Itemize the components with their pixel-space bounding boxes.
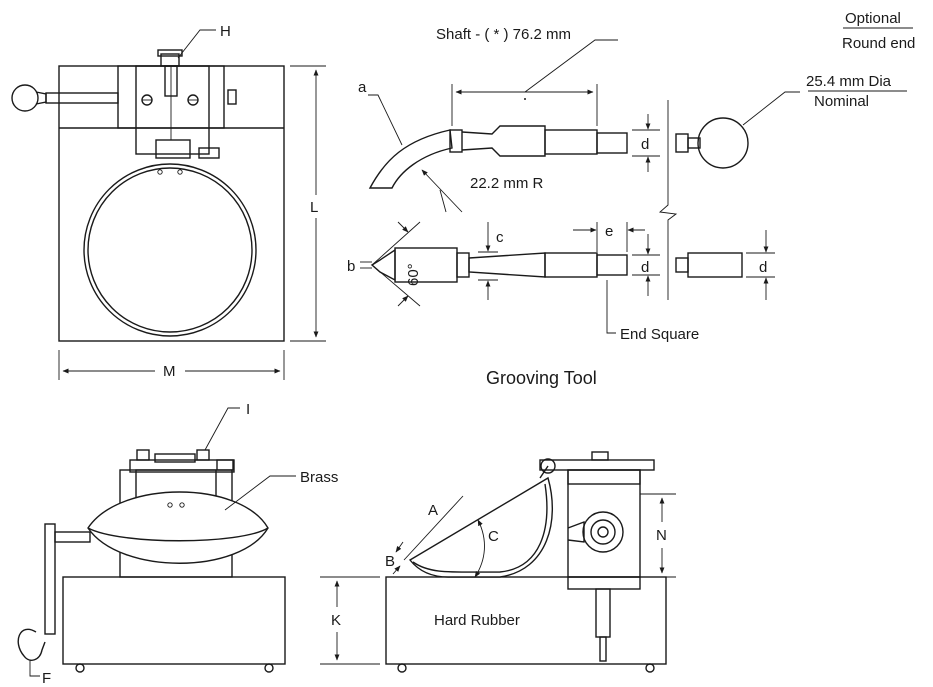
label-N: N <box>656 527 667 544</box>
label-F: F <box>42 670 51 687</box>
label-dia2: Nominal <box>814 93 869 110</box>
label-M: M <box>163 363 176 380</box>
label-C: C <box>488 528 499 545</box>
label-angle: 60° <box>405 263 422 286</box>
top-view: H L M <box>11 23 326 380</box>
label-end-square: End Square <box>620 326 699 343</box>
round-end-ball-icon <box>697 117 749 169</box>
label-c: c <box>496 229 504 246</box>
label-round-end: Round end <box>842 35 915 52</box>
base-plate <box>58 65 285 342</box>
label-a: a <box>358 79 367 96</box>
crank-handle-icon <box>11 84 119 112</box>
title-grooving-tool: Grooving Tool <box>486 368 597 388</box>
label-radius: 22.2 mm R <box>470 175 544 192</box>
front-view: I Brass F K <box>17 401 380 687</box>
label-L: L <box>310 199 318 216</box>
crank-handle-side-icon <box>17 523 91 661</box>
label-hard-rubber: Hard Rubber <box>434 612 520 629</box>
grooving-tool: Shaft - ( * ) 76.2 mm a 22.2 mm R d 25.4… <box>347 10 915 388</box>
brass-cup-front <box>87 491 269 564</box>
label-b: b <box>347 258 355 275</box>
label-d3: d <box>759 259 767 276</box>
label-d2: d <box>641 259 649 276</box>
label-shaft: Shaft - ( * ) 76.2 mm <box>436 26 571 43</box>
side-view: Hard Rubber N A B C <box>385 451 676 673</box>
label-d1: d <box>641 136 649 153</box>
label-A: A <box>428 502 438 519</box>
hard-rubber-base-front <box>62 576 286 665</box>
label-K: K <box>331 612 341 629</box>
hard-rubber-base-side <box>385 576 667 665</box>
label-B: B <box>385 553 395 570</box>
label-dia1: 25.4 mm Dia <box>806 73 892 90</box>
brass-cup-top <box>83 163 257 337</box>
label-brass: Brass <box>300 469 338 486</box>
label-optional: Optional <box>845 10 901 27</box>
curved-blade <box>368 129 453 189</box>
label-I: I <box>246 401 250 418</box>
label-e: e <box>605 223 613 240</box>
label-H: H <box>220 23 231 40</box>
